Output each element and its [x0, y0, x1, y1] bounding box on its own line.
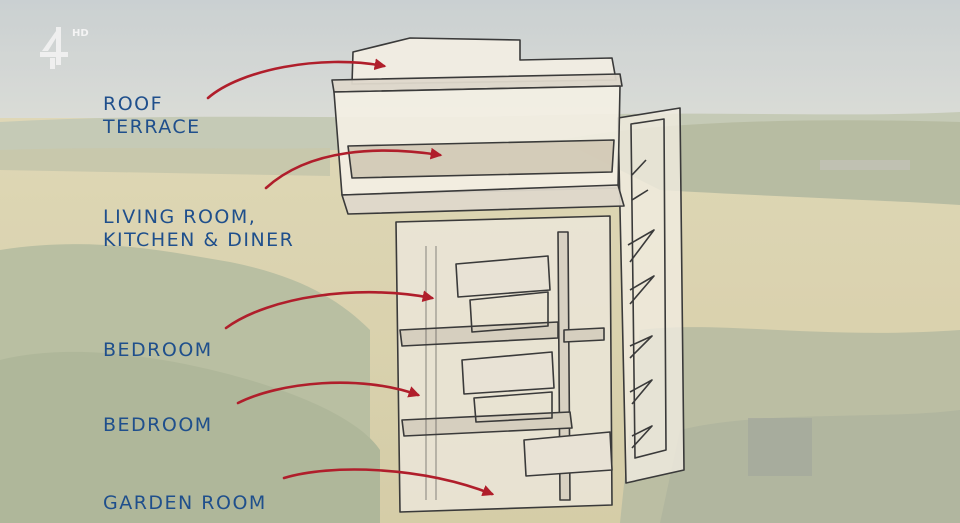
arrow-bedroom-upper — [224, 290, 435, 330]
pointer-arrows — [206, 58, 495, 497]
channel-4-logo-icon — [40, 27, 68, 69]
label-living-room-line2: KITCHEN & DINER — [103, 229, 295, 251]
hd-badge: HD — [72, 28, 89, 39]
label-living-room-line1: LIVING ROOM, — [103, 206, 257, 228]
label-bedroom-lower: BEDROOM — [103, 414, 213, 437]
arrow-bedroom-lower — [236, 381, 421, 405]
label-roof-terrace: ROOF TERRACE — [103, 93, 201, 139]
label-bedroom-lower-line1: BEDROOM — [103, 414, 213, 436]
arrow-living-room — [264, 147, 443, 190]
label-garden-room-line1: GARDEN ROOM — [103, 492, 267, 514]
arrow-roof-terrace — [206, 58, 387, 100]
label-bedroom-upper: BEDROOM — [103, 339, 213, 362]
label-garden-room: GARDEN ROOM — [103, 492, 267, 515]
arrow-garden-room — [282, 468, 495, 497]
label-roof-terrace-line1: ROOF — [103, 93, 164, 115]
label-bedroom-upper-line1: BEDROOM — [103, 339, 213, 361]
label-living-room: LIVING ROOM, KITCHEN & DINER — [103, 206, 294, 252]
tower-sketch — [331, 37, 685, 513]
label-roof-terrace-line2: TERRACE — [103, 116, 201, 138]
